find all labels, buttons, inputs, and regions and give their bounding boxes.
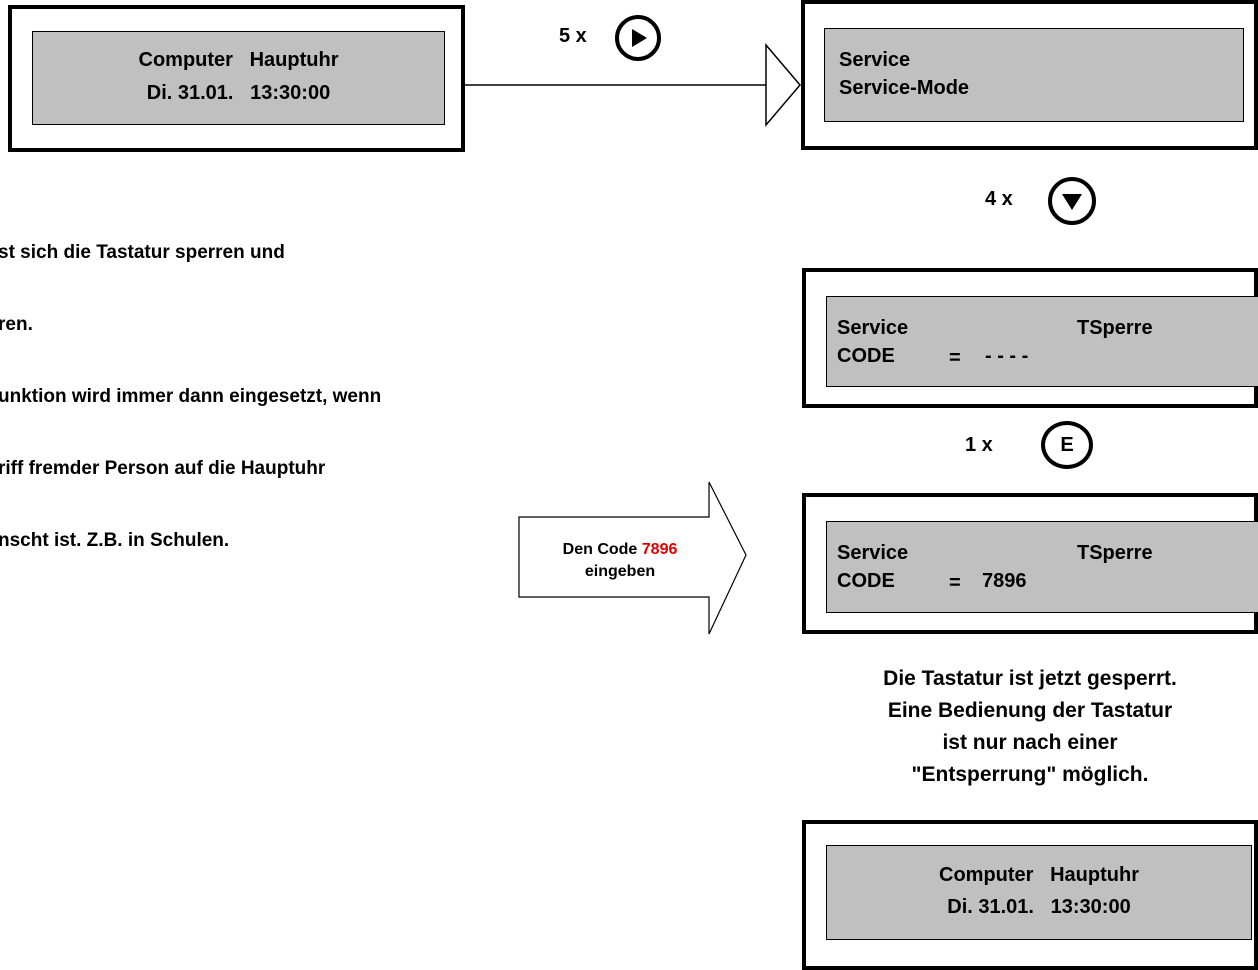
enter-key[interactable]: E xyxy=(1041,421,1093,469)
code-arrow-line-1: Den Code 7896 xyxy=(535,539,705,561)
enter-key-label: E xyxy=(1060,433,1074,456)
lcd-code-label: CODE xyxy=(837,345,895,367)
step-count-4x: 4 x xyxy=(985,188,1013,210)
code-arrow-code: 7896 xyxy=(641,541,678,558)
down-arrow-key[interactable] xyxy=(1048,177,1096,225)
code-arrow-prefix: Den Code xyxy=(562,541,642,558)
description-line: unktion wird immer dann eingesetzt, wenn xyxy=(0,386,382,407)
right-arrow-icon xyxy=(632,29,647,47)
note-line: "Entsperrung" möglich. xyxy=(911,763,1149,786)
lcd-panel: Service TSperre CODE = 7896 xyxy=(826,521,1258,613)
note-line: ist nur nach einer xyxy=(942,731,1118,754)
description-line: riff fremder Person auf die Hauptuhr xyxy=(0,458,326,479)
code-arrow-shape xyxy=(518,481,747,635)
lcd-line-2: Di. 31.01. 13:30:00 xyxy=(146,82,331,104)
lcd-equals: = xyxy=(949,572,961,594)
lcd-panel: Service TSperre CODE = - - - - xyxy=(826,296,1258,387)
lcd-line-1: Service xyxy=(839,49,911,71)
display-tsperre-code: Service TSperre CODE = 7896 xyxy=(802,493,1258,634)
lcd-code-label: CODE xyxy=(837,570,895,592)
lcd-code-value: - - - - xyxy=(985,345,1029,367)
step-count-5x: 5 x xyxy=(559,25,587,47)
display-start: Computer Hauptuhr Di. 31.01. 13:30:00 xyxy=(8,5,465,152)
note-line: Eine Bedienung der Tastatur xyxy=(887,699,1173,722)
description-line: ren. xyxy=(0,314,33,335)
lcd-panel: Service Service-Mode xyxy=(824,28,1244,122)
code-arrow-text: Den Code 7896 eingeben xyxy=(535,539,705,583)
right-arrow-key[interactable] xyxy=(615,15,661,61)
flow-arrowhead xyxy=(765,42,801,128)
code-arrow-suffix: eingeben xyxy=(584,563,656,580)
display-tsperre-empty: Service TSperre CODE = - - - - xyxy=(802,268,1258,408)
display-service-mode: Service Service-Mode xyxy=(801,0,1258,150)
display-end: Computer Hauptuhr Di. 31.01. 13:30:00 xyxy=(802,820,1258,970)
description-line: st sich die Tastatur sperren und xyxy=(0,242,285,263)
note-line: Die Tastatur ist jetzt gesperrt. xyxy=(883,667,1177,690)
lcd-code-value: 7896 xyxy=(982,570,1027,592)
lcd-line-2: Service-Mode xyxy=(839,77,970,99)
lcd-line-1: Computer Hauptuhr xyxy=(138,49,339,71)
lcd-service-label: Service xyxy=(837,542,909,564)
step-count-1x: 1 x xyxy=(965,434,993,456)
description-line: nscht ist. Z.B. in Schulen. xyxy=(0,530,230,551)
down-arrow-icon xyxy=(1062,194,1082,210)
lcd-service-label: Service xyxy=(837,317,909,339)
lcd-line-1: Computer Hauptuhr xyxy=(939,864,1139,886)
lcd-equals: = xyxy=(949,347,961,369)
description-text: st sich die Tastatur sperren und ren. un… xyxy=(0,193,381,577)
lcd-tsperre-label: TSperre xyxy=(1077,542,1153,564)
lcd-panel: Computer Hauptuhr Di. 31.01. 13:30:00 xyxy=(32,31,445,125)
lcd-tsperre-label: TSperre xyxy=(1077,317,1153,339)
lcd-line-2: Di. 31.01. 13:30:00 xyxy=(947,896,1131,918)
lock-note: Die Tastatur ist jetzt gesperrt. Eine Be… xyxy=(840,663,1220,791)
lcd-panel: Computer Hauptuhr Di. 31.01. 13:30:00 xyxy=(826,845,1252,940)
